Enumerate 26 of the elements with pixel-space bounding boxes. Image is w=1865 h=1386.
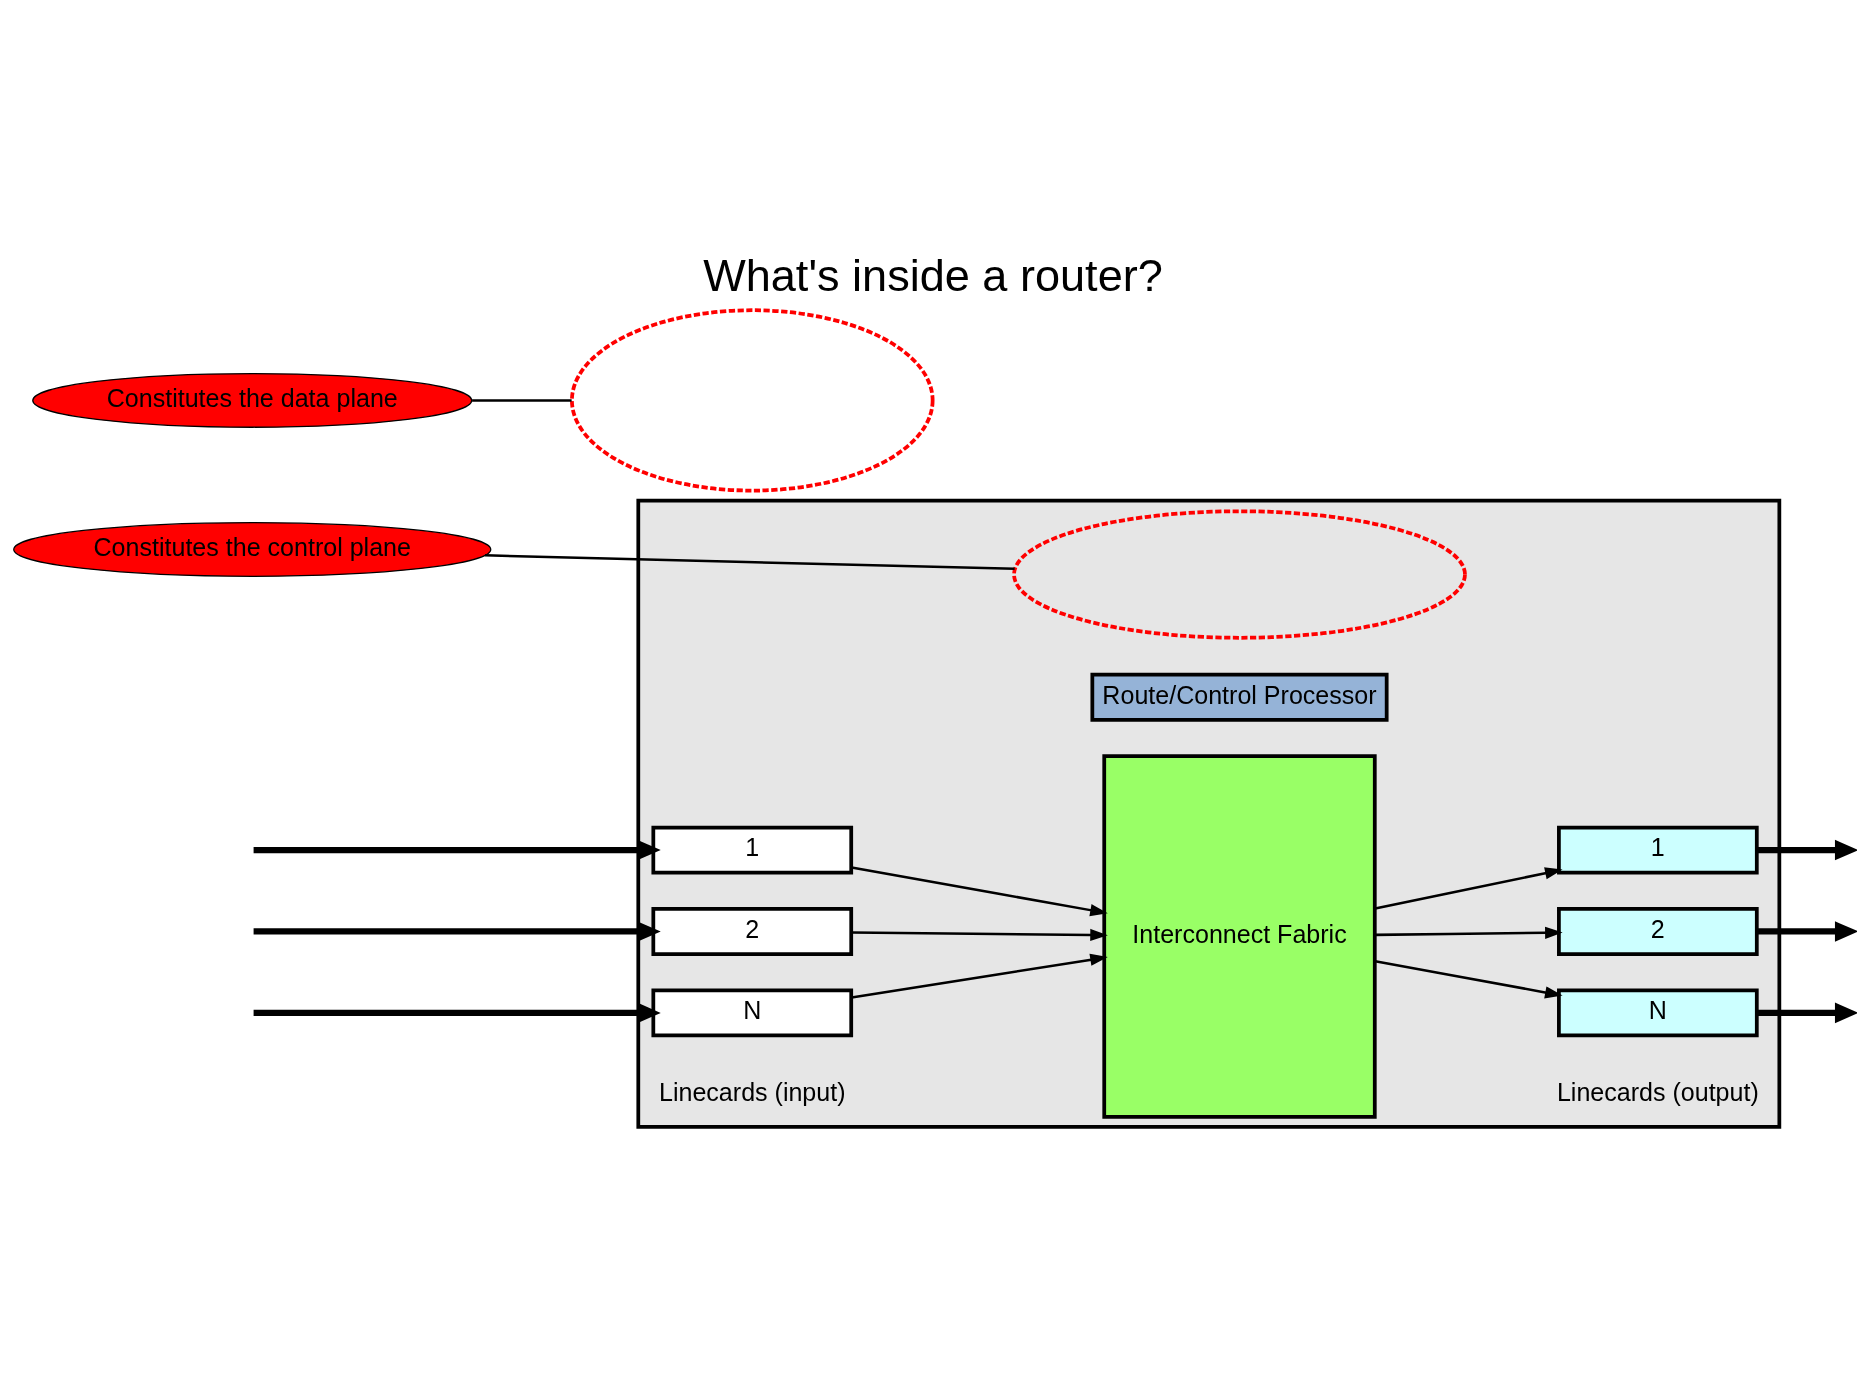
node-ellipse (1011, 508, 1467, 640)
arrow (1756, 1002, 1857, 1023)
connector (484, 553, 1015, 570)
arrow (850, 865, 1108, 916)
arrow (1374, 866, 1563, 910)
label: Linecards (output) (1556, 1077, 1759, 1106)
node-box: 1 (1556, 825, 1759, 874)
node-box: 1 (650, 825, 853, 874)
diagram-title: What's inside a router? (702, 249, 1163, 301)
node-box: 2 (650, 906, 853, 956)
node-box: N (650, 987, 853, 1037)
node-box: Interconnect Fabric (1101, 753, 1377, 1119)
node-box: 2 (1556, 906, 1759, 956)
arrow (1756, 839, 1857, 860)
node-box: Route/Control Processor (1089, 672, 1389, 722)
node-ellipse: Constitutes the control plane (12, 521, 491, 577)
arrow (850, 953, 1108, 999)
arrow (851, 928, 1108, 941)
arrow (1374, 959, 1563, 998)
arrow (1374, 926, 1563, 939)
node-box: N (1556, 987, 1759, 1037)
node-ellipse: Constitutes the data plane (31, 372, 472, 428)
arrow (1756, 920, 1857, 942)
node-ellipse (569, 307, 934, 492)
label: Linecards (input) (658, 1077, 846, 1106)
connector (471, 398, 572, 402)
